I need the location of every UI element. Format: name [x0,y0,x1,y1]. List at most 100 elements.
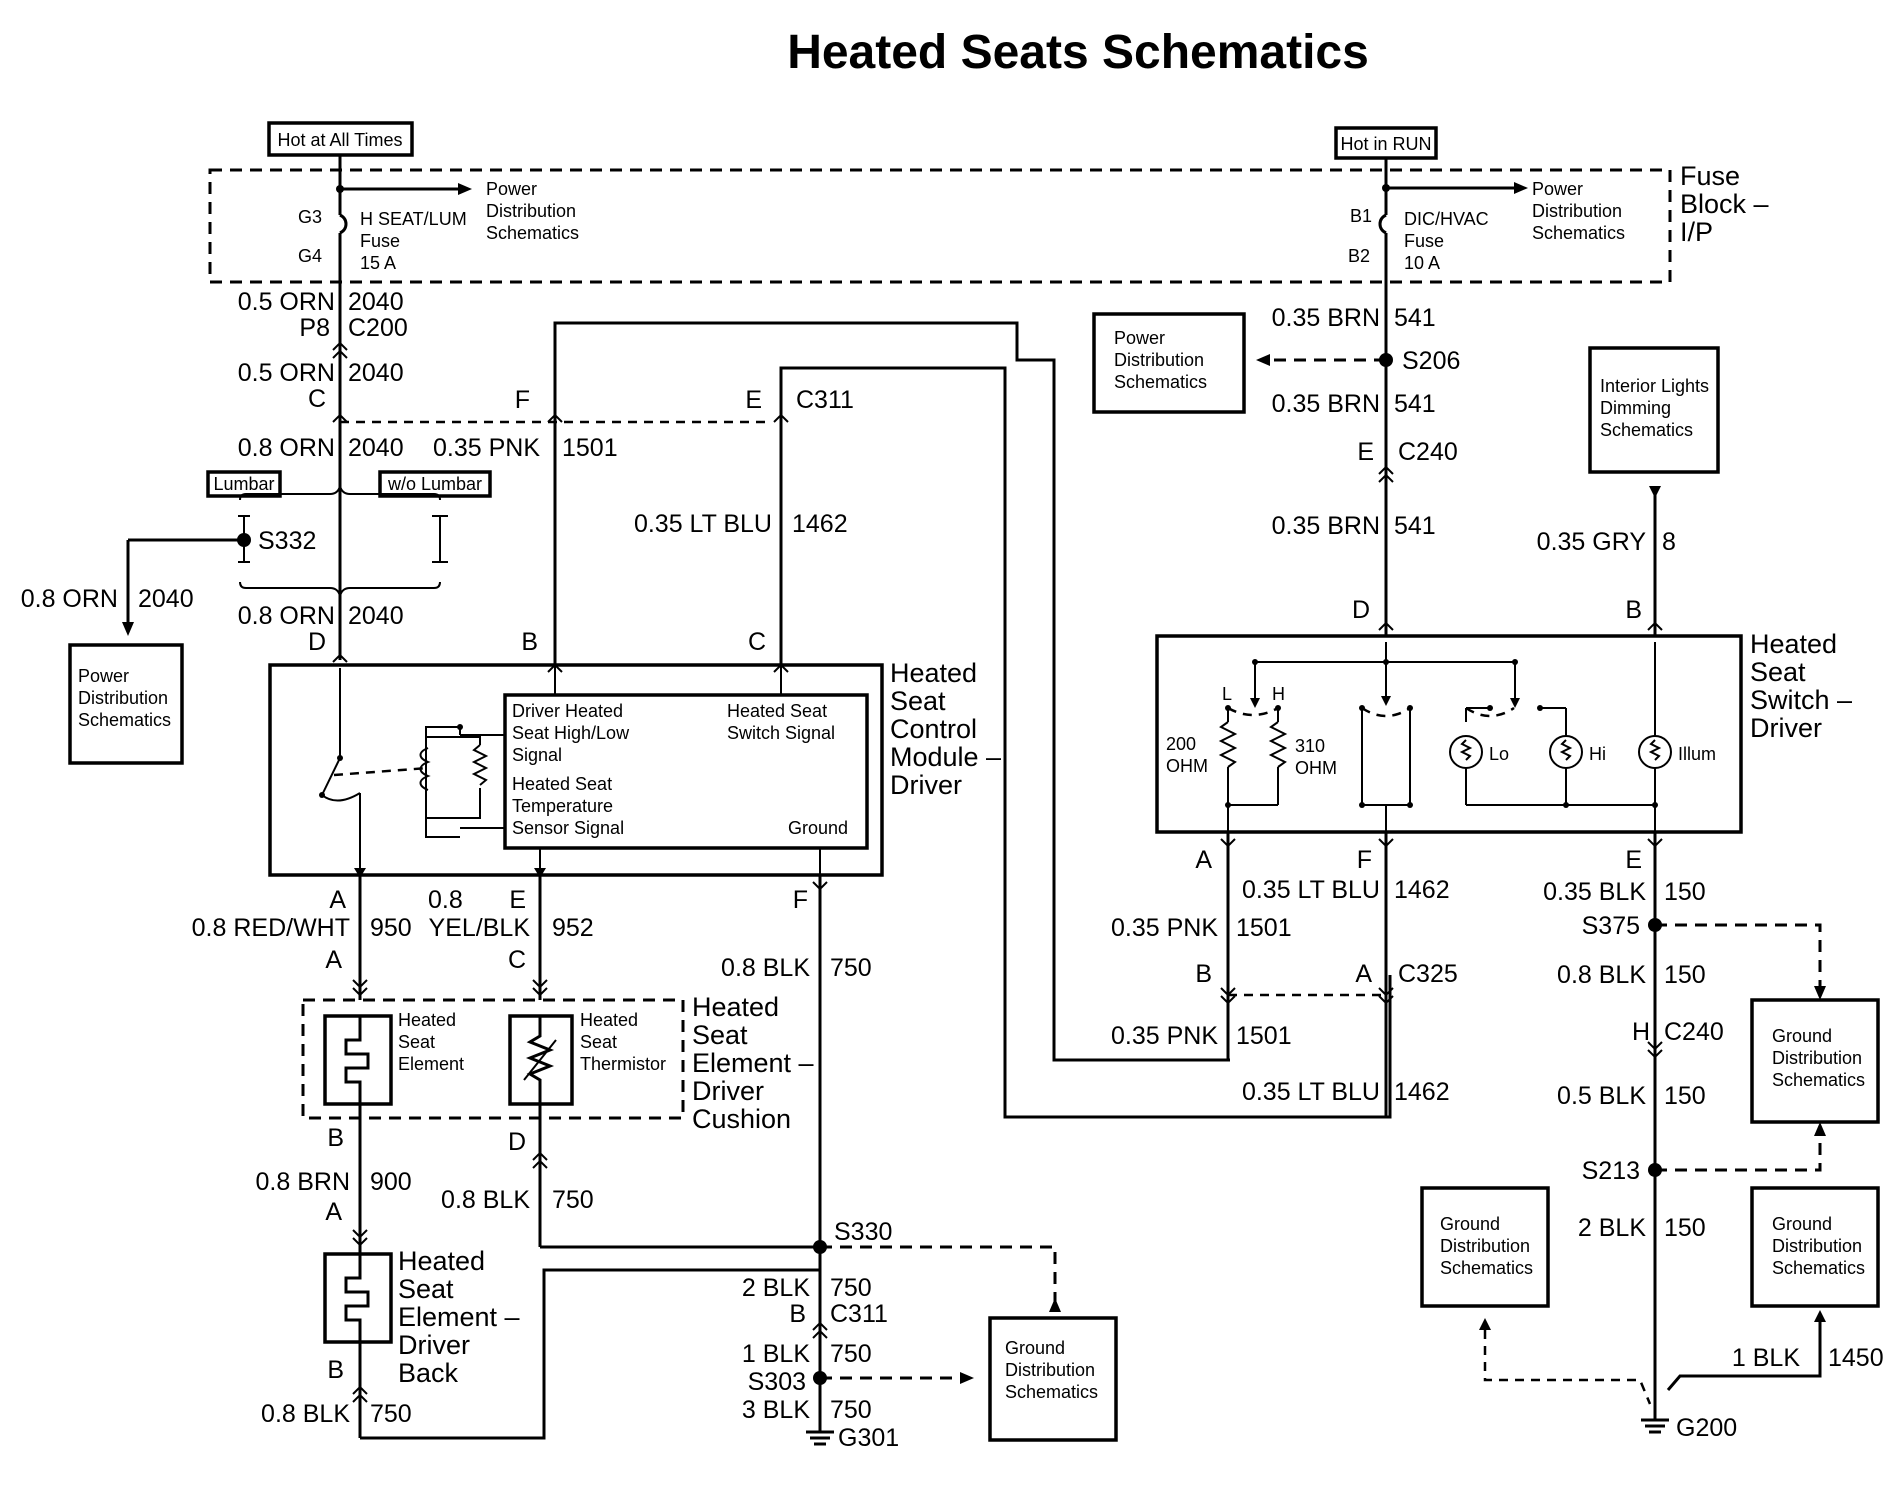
connector-label: C311 [796,386,854,414]
wire-label: 0.35 BRN [1272,390,1380,418]
pin-label: E [1625,846,1642,874]
arrow-up-icon [1049,1298,1061,1312]
module-label: Heated [890,658,977,688]
pin-label: D [508,1128,526,1156]
back-label: Driver [398,1330,470,1360]
circuit-label: 150 [1664,878,1706,906]
fuse-right-pin-b1: B1 [1350,206,1372,226]
fuse-icon [1378,213,1387,235]
circuit-label: 1501 [1236,1022,1292,1050]
circuit-label: 1462 [1394,876,1450,904]
resistor-label: 310 [1295,736,1325,756]
back-label: Back [398,1358,459,1388]
resistor-label: 200 [1166,734,1196,754]
resistor-label: OHM [1295,758,1337,778]
fuse-right-name: DIC/HVAC [1404,209,1489,229]
circuit-label: 2040 [138,585,194,613]
pin-label: C [748,628,766,656]
wire-label: 0.35 PNK [433,434,540,462]
pin-label: B [521,628,538,656]
pd-right-l3: Schematics [1532,223,1625,243]
signal-label: Signal [512,745,562,765]
wire-label: 0.5 ORN [238,288,335,316]
pd-box-l2: Distribution [78,688,168,708]
right-power-feed: 0.35 BRN 541 S206 Power Distribution Sch… [1092,290,1720,636]
pin-label: P8 [299,314,330,342]
pin-label: F [515,386,530,414]
heated-seat-switch: Heated Seat Switch – Driver L H [1155,629,1852,834]
pd-right-l1: Power [1532,179,1583,199]
ild-label: Interior Lights [1600,376,1709,396]
signal-label: Driver Heated [512,701,623,721]
pin-label: C [508,946,526,974]
module-input-wires: F E C311 0.35 PNK 1501 0.35 LT BLU 1462 … [433,321,1392,1119]
wire-label: 0.8 ORN [238,602,335,630]
pd-left-l3: Schematics [486,223,579,243]
wire-label: 0.5 BLK [1557,1082,1646,1110]
switch-label: Seat [1750,657,1806,687]
power-distribution-box-left [68,643,184,765]
wire-label: 0.35 BLK [1543,878,1646,906]
pd-right-l2: Distribution [1532,201,1622,221]
heated-seat-control-module: Heated Seat Control Module – Driver Driv… [268,658,1001,877]
signal-label: Sensor Signal [512,818,624,838]
wire-label: 0.35 GRY [1537,528,1647,556]
page-title: Heated Seats Schematics [787,26,1369,79]
relay-switch-icon [321,757,341,796]
ground-icon [806,1430,834,1446]
wire-label: 0.8 BLK [261,1400,350,1428]
fuse-left-name: H SEAT/LUM [360,209,467,229]
circuit-label: 750 [830,954,872,982]
heating-element-icon [344,1016,370,1104]
relay-coil-icon [419,747,431,791]
ild-label: Schematics [1600,420,1693,440]
splice-label: S330 [834,1218,892,1246]
splice-label: S206 [1402,347,1460,375]
gd-label: Schematics [1005,1382,1098,1402]
power-distribution-box-right [1092,312,1246,414]
pin-label: E [745,386,762,414]
element-label: Element [398,1054,464,1074]
gd-label: Schematics [1440,1258,1533,1278]
wire-label: 0.8 ORN [21,585,118,613]
lamp-label: Illum [1678,744,1716,764]
thermistor-label: Thermistor [580,1054,666,1074]
thermistor-label: Heated [580,1010,638,1030]
arrow-up-icon [1814,1122,1826,1136]
thermistor-label: Seat [580,1032,617,1052]
element-label: Heated [398,1010,456,1030]
circuit-label: 2040 [348,434,404,462]
ground-distribution-box-4 [1420,1186,1550,1308]
lamp-label: Lo [1489,744,1509,764]
heating-element-icon [344,1254,370,1342]
gd-label: Distribution [1440,1236,1530,1256]
module-logic-box [503,693,869,850]
arrow-right-icon [960,1372,974,1384]
circuit-label: 150 [1664,1214,1706,1242]
pin-label: H [1632,1018,1650,1046]
signal-label: Ground [788,818,848,838]
wire-label: 2 BLK [1578,1214,1646,1242]
gd-label: Ground [1772,1214,1832,1234]
circuit-label: 750 [552,1186,594,1214]
circuit-label: 1501 [562,434,618,462]
circuit-label: 1462 [792,510,848,538]
arrow-down-icon [1649,486,1661,498]
gd-label: Ground [1440,1214,1500,1234]
gd-label: Schematics [1772,1258,1865,1278]
wire-label: 0.8 RED/WHT [192,914,350,942]
switch-label: Switch – [1750,685,1852,715]
wire-label: YEL/BLK [429,914,531,942]
wire-label: 0.8 BLK [1557,961,1646,989]
connector-icon [332,341,348,359]
circuit-label: 1462 [1394,1078,1450,1106]
circuit-label: 750 [830,1274,872,1302]
fuse-right-name2: Fuse [1404,231,1444,251]
ground-icon [1641,1418,1669,1434]
lamp-label: Hi [1589,744,1606,764]
arrow-up-icon [1479,1318,1491,1330]
module-label: Control [890,714,977,744]
signal-label: Switch Signal [727,723,835,743]
pin-label: A [1355,960,1372,988]
circuit-label: 1501 [1236,914,1292,942]
